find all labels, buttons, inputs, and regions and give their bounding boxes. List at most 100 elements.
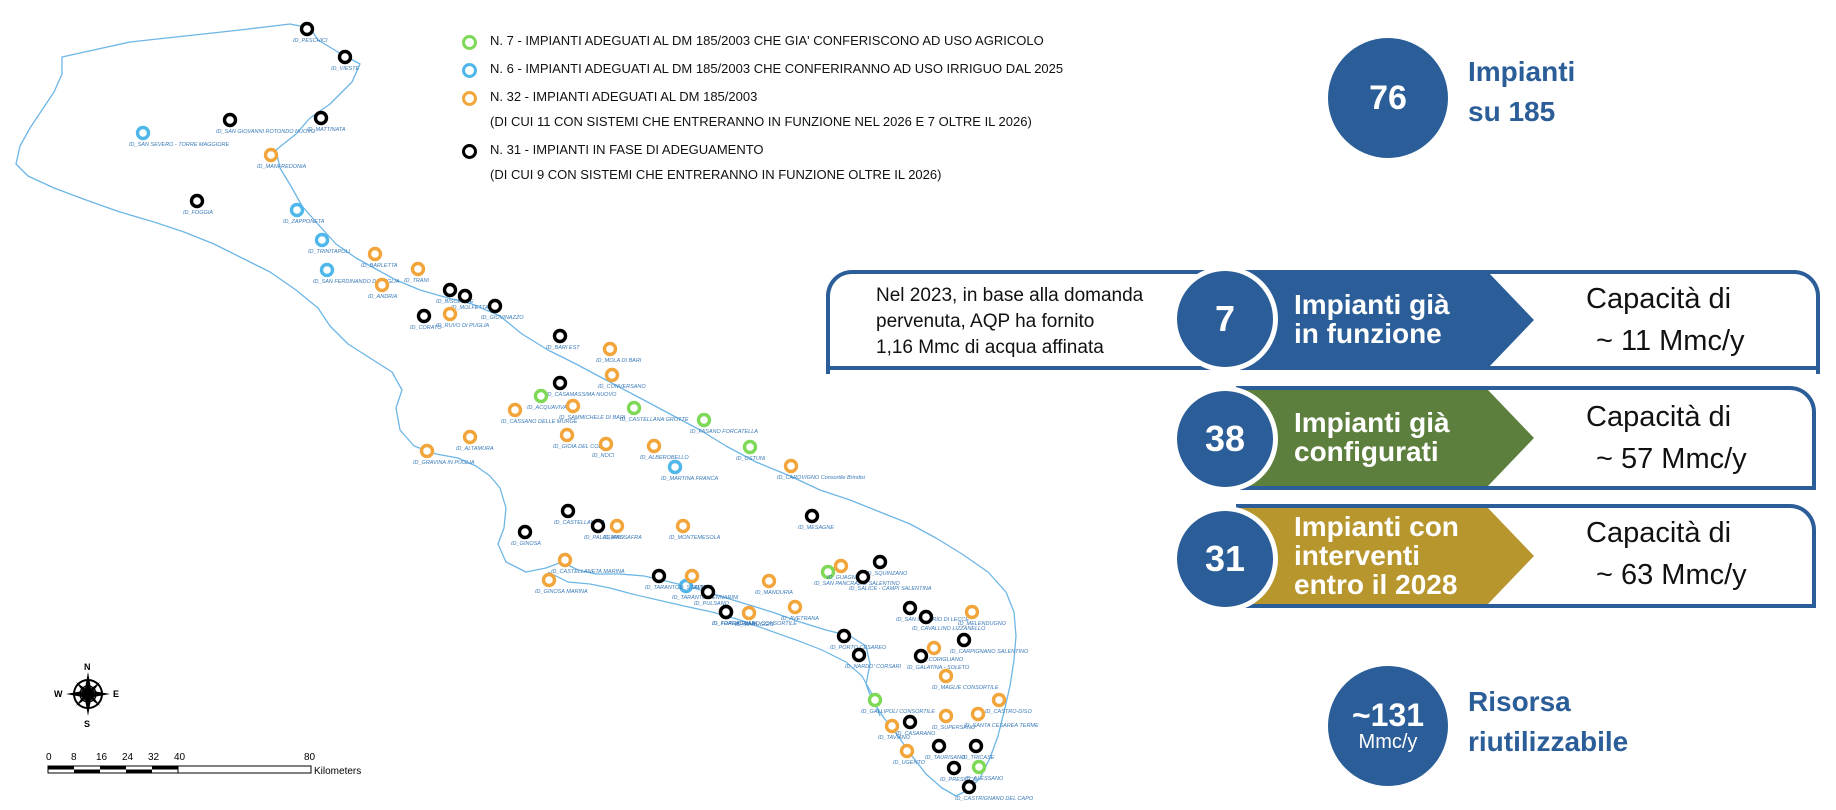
- plant-label: ID_ALTAMURA: [456, 446, 494, 452]
- plant-marker-adeguati: [565, 398, 581, 414]
- plant-marker-adeguamento: [517, 524, 533, 540]
- plant-marker-adeguati: [559, 427, 575, 443]
- plant-label: ID_MELENDUGNO: [958, 621, 1007, 627]
- panel-number: 7: [1172, 266, 1278, 372]
- plant-marker-irriguo: [289, 202, 305, 218]
- plant-label: ID_CARPIGNANO SALENTINO: [950, 649, 1029, 655]
- plant-label: ID_MESAGNE: [798, 525, 834, 531]
- plant-label: ID_MANDURIA: [755, 590, 793, 596]
- legend-text: N. 31 - IMPIANTI IN FASE DI ADEGUAMENTO(…: [490, 137, 941, 187]
- plant-label: ID_RUVO DI PUGLIA: [436, 323, 490, 329]
- plant-label: ID_CASTRIGNANO DEL CAPO: [955, 796, 1034, 802]
- scale-unit: Kilometers: [314, 766, 361, 777]
- plant-marker-adeguamento: [913, 648, 929, 664]
- panel-title: Impianti già in funzione: [1294, 290, 1450, 348]
- capacity-value: ~ 63 Mmc/y: [1596, 559, 1747, 591]
- plant-marker-agricolo: [820, 564, 836, 580]
- plant-marker-irriguo: [678, 578, 694, 594]
- plant-label: ID_GALLIPOLI CONSORTILE: [861, 709, 935, 715]
- scale-tick-40: 40: [174, 752, 186, 763]
- plant-label: ID_CAROVIGNO Consortile Brindisi: [777, 475, 866, 481]
- plant-marker-adeguati: [602, 341, 618, 357]
- plant-marker-irriguo: [135, 125, 151, 141]
- reusable-resource-line1: Risorsa: [1468, 686, 1571, 717]
- plant-label: ID_FOGGIA: [183, 210, 213, 216]
- plant-label: ID_MARTINA FRANCA: [661, 476, 718, 482]
- panel-title: Impianti già configurati: [1294, 408, 1450, 466]
- scale-tick-16: 16: [96, 752, 108, 763]
- plant-marker-irriguo: [319, 262, 335, 278]
- plant-label: ID_SANTA CESAREA TERME: [964, 723, 1039, 729]
- plant-label: ID_TRINITAPOLI: [308, 249, 351, 255]
- plant-label: ID_FASANO FORCATELLA: [690, 429, 758, 435]
- compass-rose: N S E W: [54, 662, 119, 729]
- plant-label: ID_VIESTE: [331, 66, 359, 72]
- plant-label: ID_NARDO' CORSARI: [845, 664, 902, 670]
- plant-label: ID_SAN CESARIO DI LECCE: [896, 617, 969, 623]
- plant-marker-adeguamento: [968, 738, 984, 754]
- reusable-resource-circle: ~131 Mmc/y: [1328, 666, 1448, 786]
- panel-number: 31: [1172, 506, 1278, 612]
- capacity-label: Capacità di: [1586, 517, 1732, 549]
- plant-label: ID_MOLFETTA: [451, 305, 489, 311]
- plant-marker-adeguamento: [855, 569, 871, 585]
- total-plants-circle: 76: [1328, 38, 1448, 158]
- plant-marker-adeguamento: [416, 308, 432, 324]
- plant-marker-agricolo: [742, 439, 758, 455]
- plant-marker-agricolo: [971, 759, 987, 775]
- plant-marker-adeguati: [899, 743, 915, 759]
- plant-marker-adeguamento: [457, 288, 473, 304]
- plant-label: ID_SALICE - CAMPI SALENTINA: [849, 586, 932, 592]
- plant-marker-adeguamento: [700, 584, 716, 600]
- scale-tick-80: 80: [304, 752, 316, 763]
- plant-label: ID_CAVALLINO LIZZANELLO: [912, 626, 986, 632]
- plant-marker-adeguamento: [931, 738, 947, 754]
- legend-item-irriguo: N. 6 - IMPIANTI ADEGUATI AL DM 185/2003 …: [462, 61, 1162, 81]
- plant-marker-adeguamento: [560, 503, 576, 519]
- panel-arrow-green: [1228, 390, 1534, 486]
- plant-marker-adeguamento: [487, 298, 503, 314]
- legend-item-adeguati: N. 32 - IMPIANTI ADEGUATI AL DM 185/2003…: [462, 89, 1162, 134]
- capacity-label: Capacità di: [1586, 401, 1732, 433]
- plant-label: ID_ACQUAVIVA: [527, 405, 567, 411]
- plant-marker-adeguamento: [956, 632, 972, 648]
- plant-marker-adeguamento: [189, 193, 205, 209]
- total-plants-line2: su 185: [1468, 96, 1556, 127]
- plant-label: ID_CASAMASSIMA NUOVO: [546, 392, 617, 398]
- plant-marker-adeguamento: [804, 508, 820, 524]
- plant-label: ID_CASTELLANETA MARINA: [551, 569, 625, 575]
- plant-marker-adeguati: [675, 518, 691, 534]
- plant-label: ID_ALBEROBELLO: [640, 455, 689, 461]
- plant-label: ID_GRAVINA IN PUGLIA: [413, 460, 475, 466]
- compass-w: W: [54, 689, 63, 699]
- plant-label: ID_SQUINZANO: [866, 571, 908, 577]
- plant-label: ID_CASTELLANETA: [554, 520, 605, 526]
- plant-label: ID_GINOSA MARINA: [535, 589, 588, 595]
- plant-label: ID_TAVIANO: [878, 735, 911, 741]
- plant-marker-adeguati: [741, 605, 757, 621]
- plant-label: ID_MARUGGIO: [735, 622, 775, 628]
- plant-label: ID_GIOIA DEL COLLE: [553, 444, 609, 450]
- panel-capacity: Capacità di ~ 11 Mmc/y: [1586, 278, 1745, 362]
- plant-marker-agricolo: [867, 692, 883, 708]
- compass-e: E: [113, 689, 119, 699]
- panel-arrow-blue: [1228, 272, 1534, 368]
- panel-arrow-gold: [1228, 508, 1534, 604]
- total-plants-line1: Impianti: [1468, 56, 1576, 87]
- panel-capacity: Capacità di ~ 57 Mmc/y: [1586, 396, 1747, 480]
- plant-marker-adeguati: [410, 261, 426, 277]
- plant-label: ID_SAN FERDINANDO DI PUGLIA: [313, 279, 400, 285]
- plant-label: ID_CASSANO DELLE MURGE: [501, 419, 578, 425]
- plant-label: ID_NOCI: [592, 453, 615, 459]
- plant-label: ID_BISCEGLIE: [436, 299, 474, 305]
- plant-label: ID_SUPERSANO: [932, 725, 976, 731]
- title-line-2: interventi: [1294, 540, 1421, 571]
- panel-capacity: Capacità di ~ 63 Mmc/y: [1586, 512, 1747, 596]
- title-line-2: in funzione: [1294, 318, 1442, 349]
- plant-label: ID_CASARANO: [896, 731, 936, 737]
- title-line-2: configurati: [1294, 436, 1439, 467]
- plant-label: ID_SAN PANCRAZIO SALENTINO: [814, 581, 900, 587]
- plant-label: ID_CASTELLANA GROTTE: [620, 417, 689, 423]
- total-plants-label: Impianti su 185: [1468, 52, 1575, 132]
- capacity-label: Capacità di: [1586, 283, 1732, 315]
